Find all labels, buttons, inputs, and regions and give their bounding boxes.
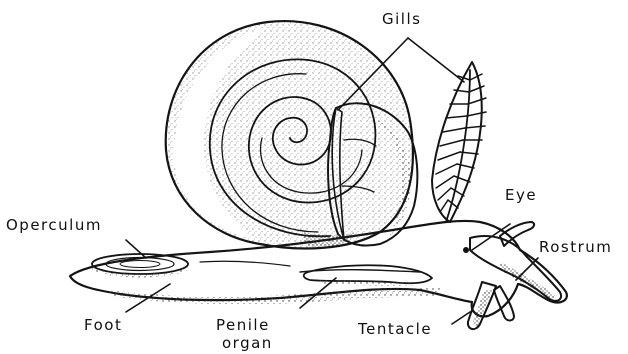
external-gill (432, 62, 486, 222)
operculum-leader (126, 240, 146, 258)
snail-shell (166, 21, 418, 248)
label-operculum: Operculum (6, 216, 102, 234)
label-tentacle: Tentacle (357, 320, 432, 338)
label-gills: Gills (382, 10, 421, 28)
label-rostrum: Rostrum (539, 238, 612, 256)
label-foot: Foot (84, 316, 122, 334)
gills-leader-right (408, 38, 464, 82)
rostrum-leader (516, 258, 538, 280)
penile-organ-structure (304, 265, 432, 286)
label-eye: Eye (505, 186, 537, 204)
eye-dot (463, 247, 469, 253)
label-penile-line1: Penile (216, 316, 270, 334)
operculum-structure (92, 254, 188, 278)
label-penile-line2: organ (222, 334, 273, 352)
